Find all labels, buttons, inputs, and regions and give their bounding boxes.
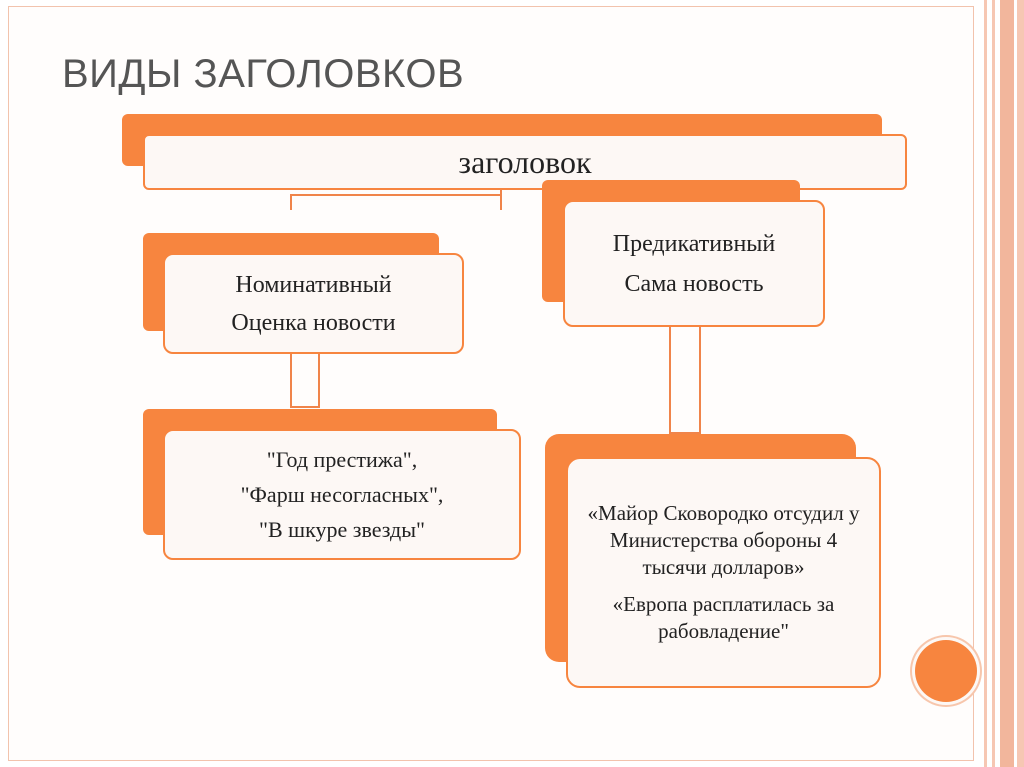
example-line-1: "Год престижа", bbox=[266, 447, 418, 472]
slide-title: Виды заголовков bbox=[62, 52, 465, 96]
predicative-node-subtitle: Сама новость bbox=[624, 270, 764, 297]
predicative-node-title: Предикативный bbox=[612, 230, 776, 257]
nominative-node: Номинативный Оценка новости bbox=[163, 253, 464, 354]
root-node-label: заголовок bbox=[458, 143, 592, 180]
predicative-node: Предикативный Сама новость bbox=[563, 200, 825, 327]
example-line-2: "Фарш несогласных", bbox=[240, 482, 444, 507]
nominative-examples-node: "Год престижа", "Фарш несогласных", "В ш… bbox=[163, 429, 521, 560]
connector-root-drop bbox=[500, 190, 502, 208]
predicative-example-1: «Майор Сковородко отсудил у Министерства… bbox=[587, 501, 860, 579]
decorative-stripes bbox=[980, 0, 1024, 767]
decorative-circle bbox=[915, 640, 977, 702]
connector-root-to-nominative bbox=[290, 194, 502, 210]
predicative-examples-node: «Майор Сковородко отсудил у Министерства… bbox=[566, 457, 881, 688]
predicative-example-2: «Европа расплатилась за рабовладение" bbox=[612, 592, 835, 643]
nominative-node-title: Номинативный bbox=[235, 271, 392, 298]
connector-nominative-to-examples bbox=[290, 352, 320, 408]
connector-predicative-to-examples bbox=[669, 326, 701, 434]
example-line-3: "В шкуре звезды" bbox=[259, 517, 425, 542]
nominative-node-subtitle: Оценка новости bbox=[231, 309, 396, 336]
